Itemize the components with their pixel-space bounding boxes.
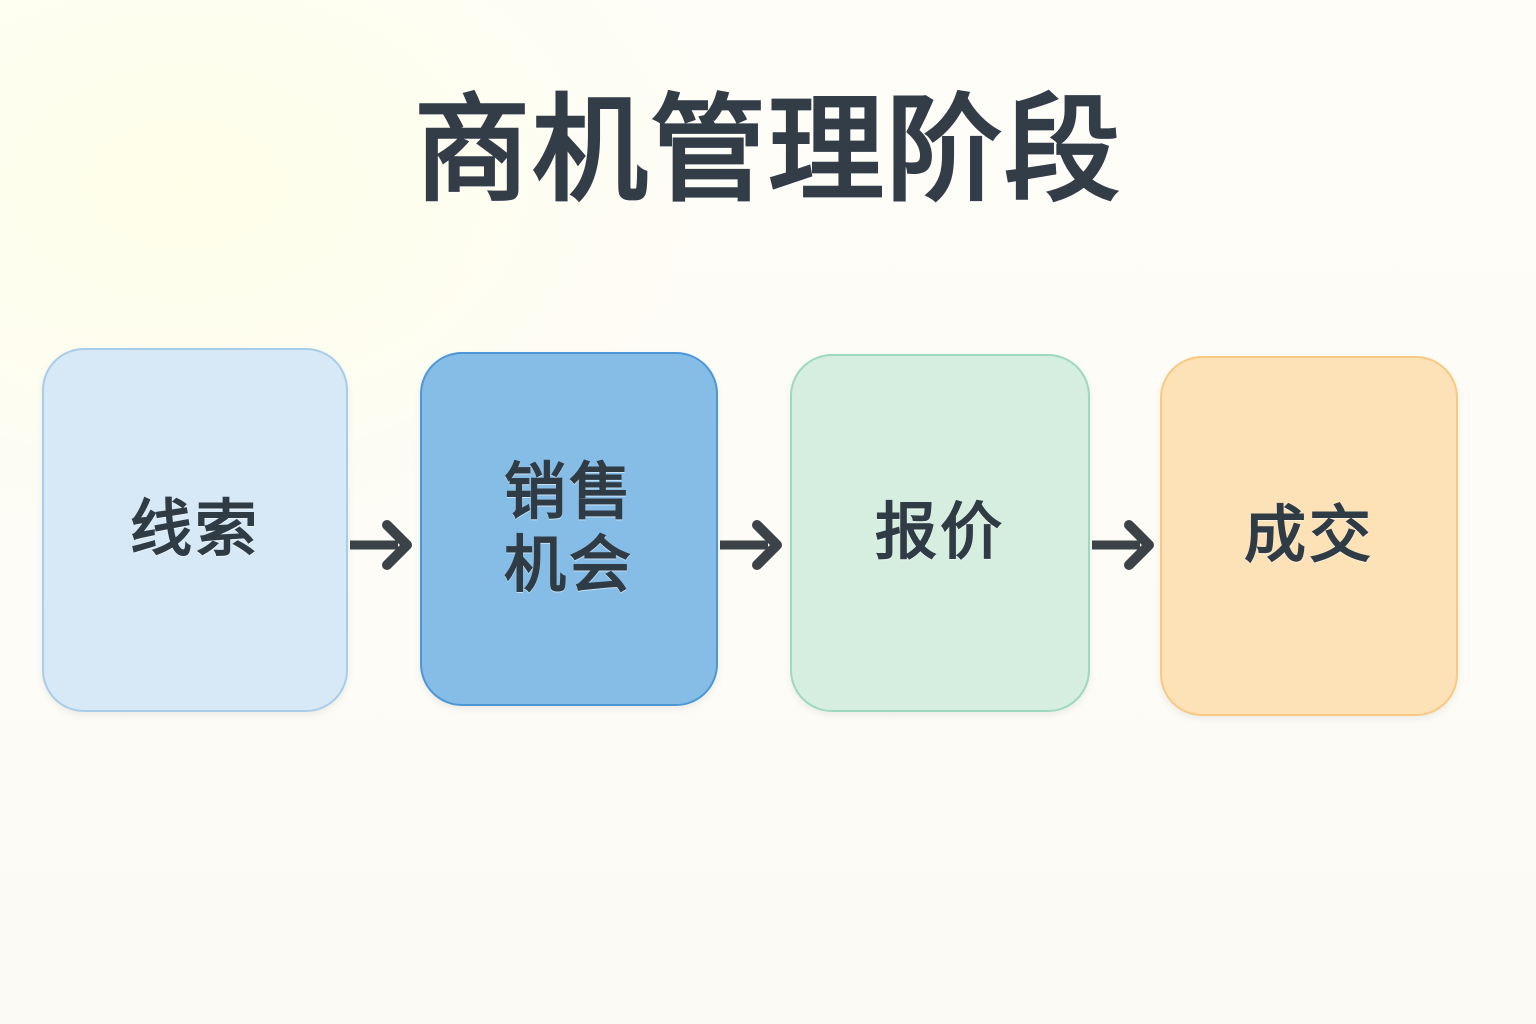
arrow-right-icon — [1090, 514, 1164, 576]
page-title: 商机管理阶段 — [414, 85, 1122, 215]
stage-flow: 线索 销售 机会 报价 — [42, 348, 1458, 716]
stage-node-lead[interactable]: 线索 — [42, 348, 348, 712]
stage-node-sales-opportunity[interactable]: 销售 机会 — [420, 352, 718, 706]
stage-node-closed-deal[interactable]: 成交 — [1160, 356, 1458, 716]
stage-label-closed-deal: 成交 — [1243, 501, 1374, 571]
arrow-right-icon — [718, 514, 792, 576]
stage-label-lead: 线索 — [129, 495, 260, 565]
arrow-right-icon — [348, 514, 422, 576]
stage-label-sales-opportunity: 销售 机会 — [503, 457, 634, 600]
stage-node-quote[interactable]: 报价 — [790, 354, 1090, 712]
stage-label-quote: 报价 — [874, 498, 1005, 568]
